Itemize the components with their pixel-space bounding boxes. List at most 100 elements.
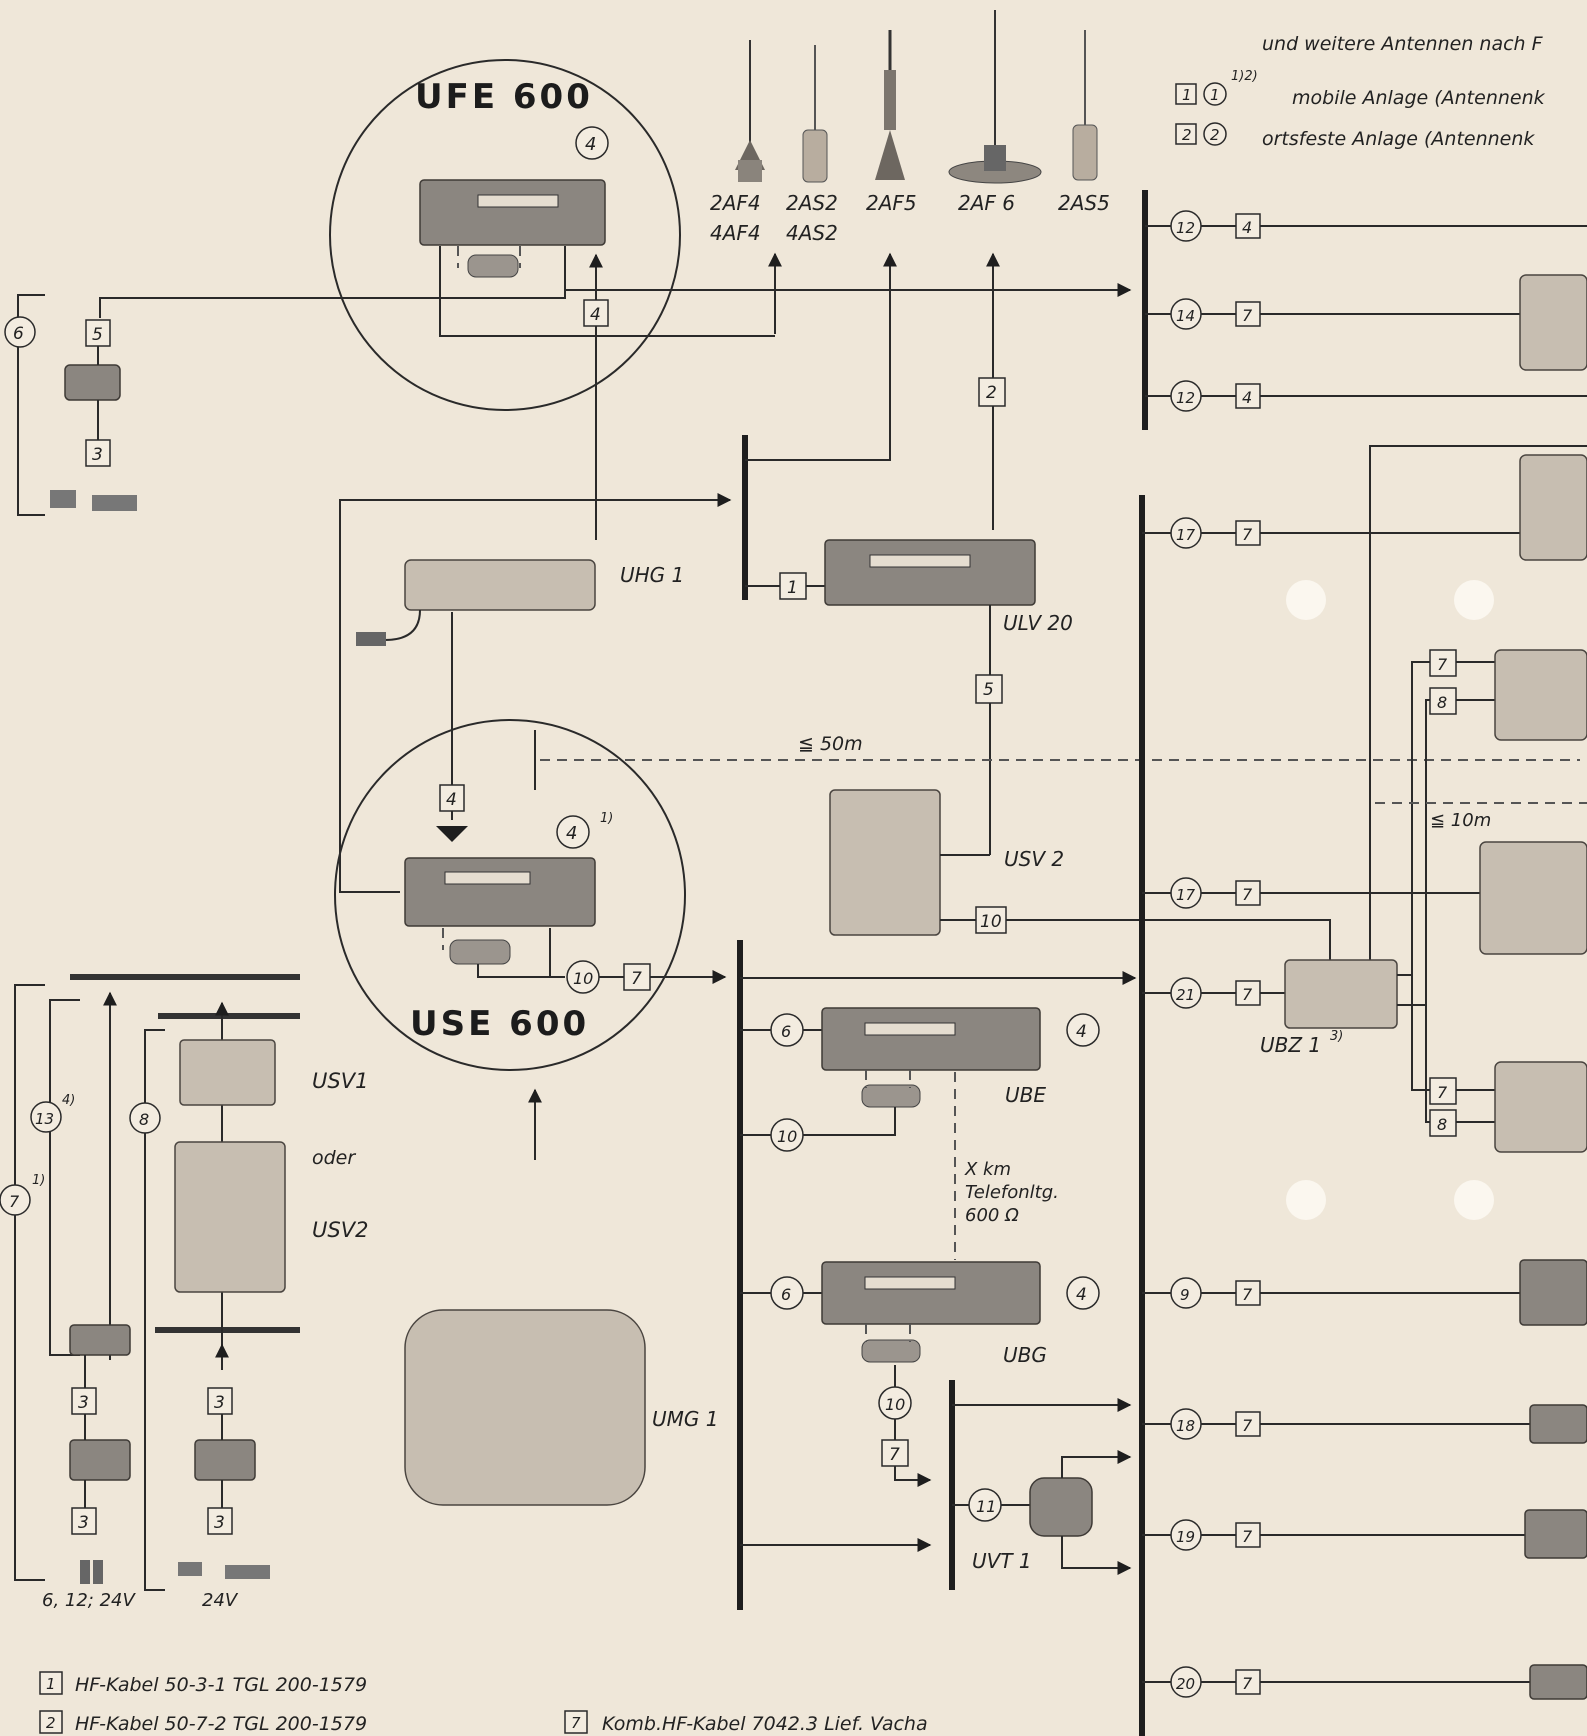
voltage-right: 24V	[202, 1590, 239, 1611]
legend-item2-text: HF-Kabel 50-7-2 TGL 200-1579	[75, 1713, 367, 1735]
distance-50m: ≦ 50m	[798, 733, 863, 755]
battery-b	[93, 1560, 103, 1584]
ubg-label: UBG	[1003, 1343, 1047, 1367]
circle-10-ubg-num: 10	[885, 1395, 905, 1414]
svg-text:21: 21	[1176, 986, 1195, 1004]
svg-text:7: 7	[1242, 1674, 1253, 1693]
usv-1-device	[180, 1040, 275, 1105]
uvt-1-label: UVT 1	[972, 1549, 1032, 1573]
usv-2-mid-label: USV 2	[1004, 847, 1064, 871]
box-10-usv-num: 10	[980, 912, 1002, 932]
ufe-600-device	[420, 180, 605, 245]
xkm-line2: Telefonltg.	[965, 1182, 1059, 1203]
header-ref1-circle-num: 1	[1210, 86, 1220, 104]
antenna-label-1b: 4AF4	[710, 221, 761, 245]
use-num: 4	[566, 823, 577, 844]
antenna-2af6	[949, 10, 1041, 183]
use-600-device	[405, 858, 595, 926]
box-5-mid-num: 5	[983, 680, 994, 700]
right-row-12b: 12 4	[1145, 381, 1587, 411]
legend-item1-num: 1	[46, 1675, 56, 1693]
ufe-num: 4	[585, 134, 596, 155]
circle-6-left-num: 6	[13, 324, 24, 344]
right-row-21: 21 7	[1142, 978, 1285, 1008]
left-bottom-switch	[70, 1325, 130, 1355]
ulv-20-label: ULV 20	[1003, 611, 1073, 635]
ubg-handset	[862, 1340, 920, 1362]
svg-text:19: 19	[1176, 1528, 1195, 1546]
header-ref1-sup: 1)2)	[1231, 69, 1258, 84]
right-console-b	[1495, 1062, 1587, 1152]
plug-24v-a	[178, 1562, 202, 1576]
punch-hole-1	[1286, 580, 1326, 620]
svg-text:12: 12	[1176, 219, 1195, 237]
left-connector-a	[70, 1440, 130, 1480]
header-ref1-box-num: 1	[1182, 86, 1192, 104]
svg-text:7: 7	[1242, 1416, 1253, 1435]
circle-7-left-sup: 1)	[32, 1173, 45, 1188]
left-top-plug-a	[50, 490, 76, 508]
box-1-num: 1	[787, 578, 798, 598]
header-ref1-text: mobile Anlage (Antennenk	[1292, 87, 1546, 109]
antenna-2as5	[1073, 30, 1097, 180]
ubg-device	[822, 1262, 1040, 1324]
oder-label: oder	[312, 1147, 356, 1169]
box-4-ufe-num: 4	[590, 305, 601, 325]
box-3-c-num: 3	[78, 1513, 89, 1533]
antenna-label-2a: 2AS2	[786, 191, 838, 215]
right-row-9: 9 7	[1142, 1260, 1587, 1325]
umg-1-label: UMG 1	[652, 1407, 718, 1431]
ulv-20-device	[825, 540, 1035, 605]
header-ref2-box-num: 2	[1182, 126, 1192, 144]
svg-text:4: 4	[1242, 218, 1252, 237]
usv-1-label: USV1	[312, 1069, 368, 1093]
svg-text:7: 7	[1242, 525, 1253, 544]
xkm-line3: 600 Ω	[965, 1205, 1019, 1226]
svg-text:7: 7	[1242, 1285, 1253, 1304]
svg-text:7: 7	[1242, 1527, 1253, 1546]
battery-a	[80, 1560, 90, 1584]
legend-item7-num: 7	[571, 1714, 581, 1732]
antenna-label-3: 2AF5	[866, 191, 917, 215]
antenna-2af4	[735, 40, 765, 182]
circle-11-num: 11	[976, 1497, 996, 1516]
box-3-b-num: 3	[214, 1393, 225, 1413]
ubg-num: 4	[1076, 1285, 1087, 1305]
box-3-left-num: 3	[92, 445, 103, 465]
legend-item2-num: 2	[46, 1714, 56, 1732]
antenna-2as2	[803, 45, 827, 182]
box-2-num: 2	[986, 383, 997, 403]
antenna-label-2b: 4AS2	[786, 221, 838, 245]
umg-1-device	[405, 1310, 645, 1505]
box-7-use-num: 7	[631, 969, 642, 989]
circle-13-sup: 4)	[62, 1093, 75, 1108]
right-row-17a: 17 7	[1142, 455, 1587, 560]
punch-hole-3	[1286, 1180, 1326, 1220]
svg-text:12: 12	[1176, 389, 1195, 407]
box-3-a-num: 3	[78, 1393, 89, 1413]
right-console-a	[1495, 650, 1587, 740]
uvt-1-device	[1030, 1478, 1092, 1536]
right-row-20: 20 7	[1142, 1665, 1587, 1699]
uhg-plug	[356, 632, 386, 646]
punch-hole-2	[1454, 580, 1494, 620]
svg-text:7: 7	[1242, 885, 1253, 904]
svg-text:4: 4	[1242, 388, 1252, 407]
ube-label: UBE	[1005, 1083, 1046, 1107]
svg-text:20: 20	[1176, 1675, 1195, 1693]
circle-10-use-num: 10	[573, 969, 593, 988]
antenna-label-5: 2AS5	[1058, 191, 1110, 215]
voltage-left: 6, 12; 24V	[42, 1590, 136, 1611]
use-handset	[450, 940, 510, 964]
box-ubz-8a-num: 8	[1437, 693, 1447, 712]
header-ref2-circle-num: 2	[1210, 126, 1220, 144]
ube-handset	[862, 1085, 920, 1107]
svg-text:7: 7	[1242, 306, 1253, 325]
ufe-handset	[468, 255, 518, 277]
right-row-18: 18 7	[1142, 1405, 1587, 1443]
right-row-12a: 12 4	[1145, 211, 1587, 241]
use-600-label: USE 600	[410, 1004, 589, 1044]
right-row-17b: 17 7	[1142, 842, 1587, 954]
uhg-1-device	[405, 560, 595, 610]
